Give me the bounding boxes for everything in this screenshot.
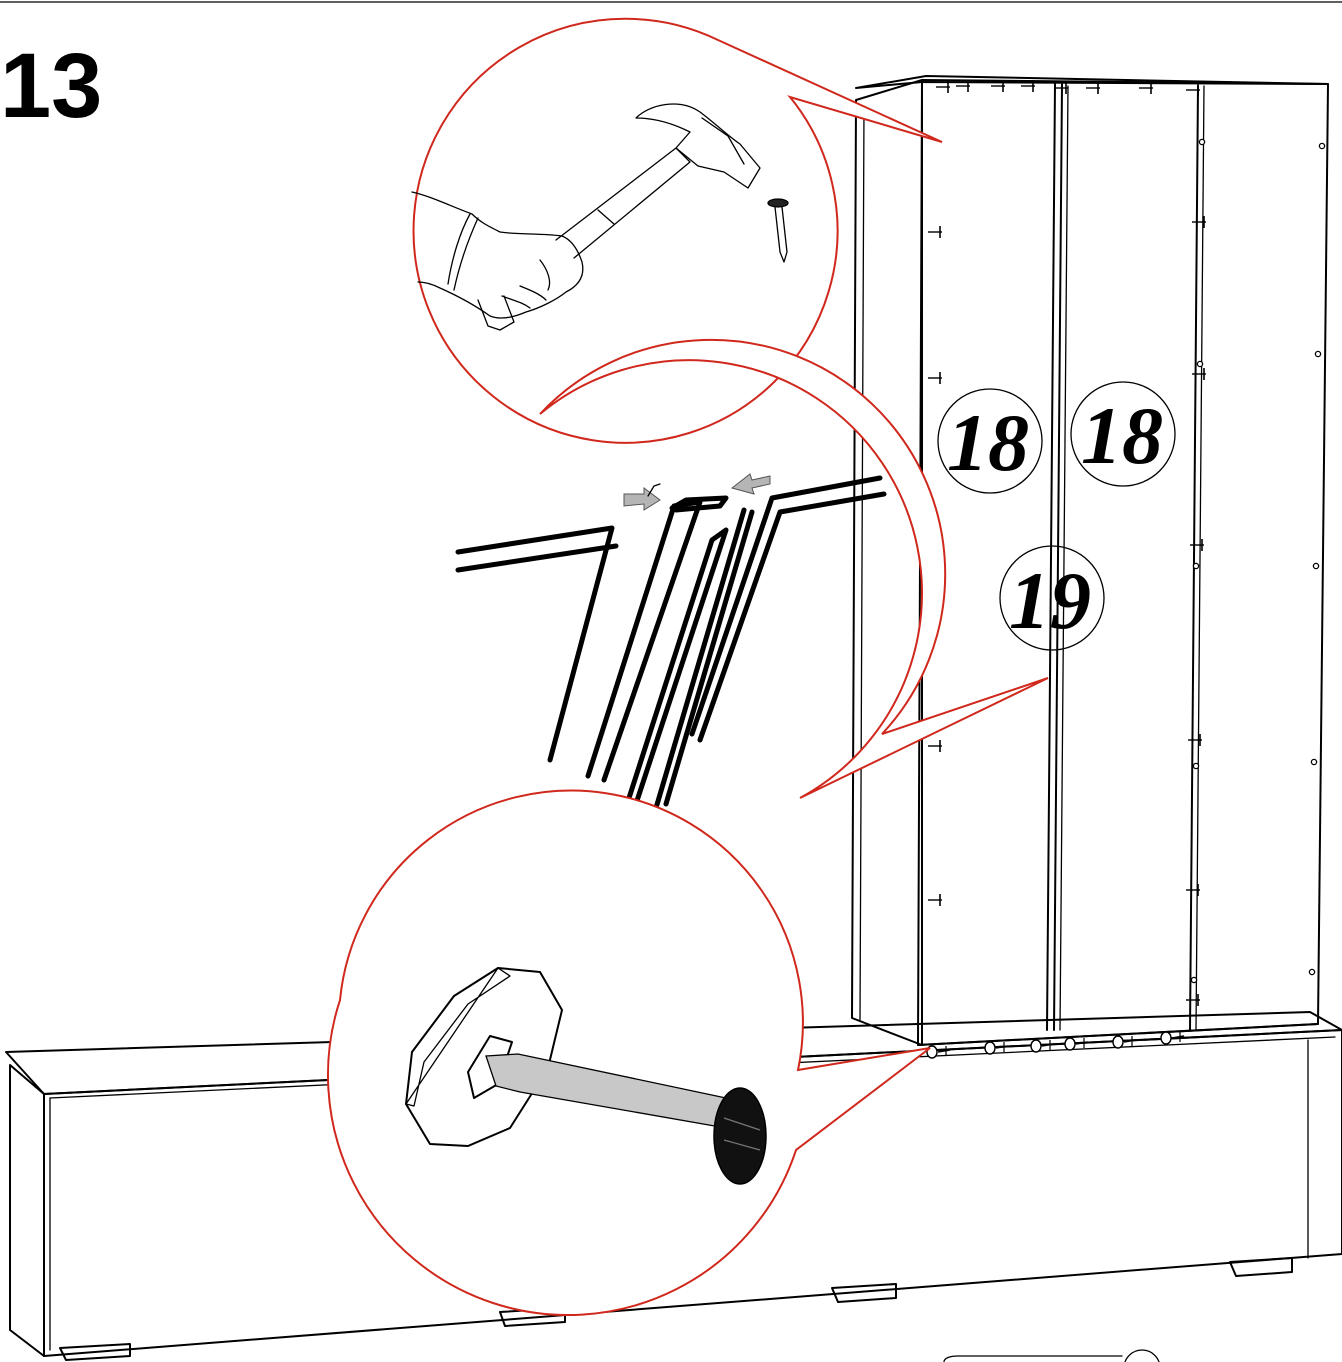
nail-mark: [956, 80, 970, 92]
screw-hole: [1192, 562, 1200, 570]
nail-mark: [1186, 84, 1200, 96]
part-label-19-text: 19: [1009, 555, 1091, 646]
wardrobe-back: [851, 75, 1329, 1046]
cam-lock: [984, 1041, 1009, 1055]
nail-mark: [936, 81, 950, 93]
nail-mark: [1186, 994, 1200, 1006]
push-arrow-left-icon: [730, 473, 771, 495]
nail-mark: [928, 226, 942, 238]
nail-mark: [1186, 884, 1200, 896]
nail-mark: [1192, 216, 1206, 228]
cam-lock: [1030, 1039, 1055, 1053]
screw-hole: [1190, 976, 1198, 984]
push-arrow-right-icon: [623, 487, 661, 511]
screw-hole: [1196, 360, 1204, 368]
screw-hole: [1310, 758, 1318, 766]
nail-mark: [1192, 368, 1206, 380]
nail-mark: [1139, 82, 1153, 94]
part-label-18-left: 18: [937, 388, 1043, 494]
cam-bolt-detail: [326, 789, 931, 1316]
part-label-19: 19: [999, 545, 1105, 651]
panel-joint-detail: [455, 338, 1049, 829]
nail-mark: [1188, 734, 1202, 746]
screw-hole: [1312, 562, 1320, 570]
nail-mark: [1086, 82, 1100, 94]
step-number: 13: [0, 35, 103, 137]
screw-hole: [1192, 762, 1200, 770]
screw-hole: [1308, 968, 1316, 976]
nail-mark: [928, 894, 942, 906]
part-label-18-right: 18: [1070, 381, 1176, 487]
screw-hole: [1314, 350, 1322, 358]
nail-mark: [928, 372, 942, 384]
nail-mark: [928, 740, 942, 752]
cam-locks-row: [926, 1031, 1185, 1059]
cam-lock: [1064, 1037, 1089, 1051]
leveling-foot: [713, 1087, 767, 1185]
next-step-edge: [943, 1355, 1123, 1362]
cabinet-foot: [59, 1343, 131, 1361]
screw-holes: [1190, 138, 1326, 984]
part-label-18-right-text: 18: [1081, 390, 1163, 481]
cabinet-foot: [1229, 1257, 1293, 1277]
screw-hole: [1198, 138, 1206, 146]
nail-mark: [1021, 80, 1035, 92]
cam-lock: [1160, 1031, 1185, 1045]
cabinet-foot: [831, 1283, 897, 1303]
cam-lock: [1112, 1035, 1137, 1049]
screw-hole: [1318, 142, 1326, 150]
nail-mark: [1054, 82, 1068, 94]
nail-mark: [991, 80, 1005, 92]
nail-mark: [1190, 539, 1204, 551]
part-label-18-left-text: 18: [947, 397, 1029, 488]
hammer-nail-detail: [411, 17, 943, 444]
